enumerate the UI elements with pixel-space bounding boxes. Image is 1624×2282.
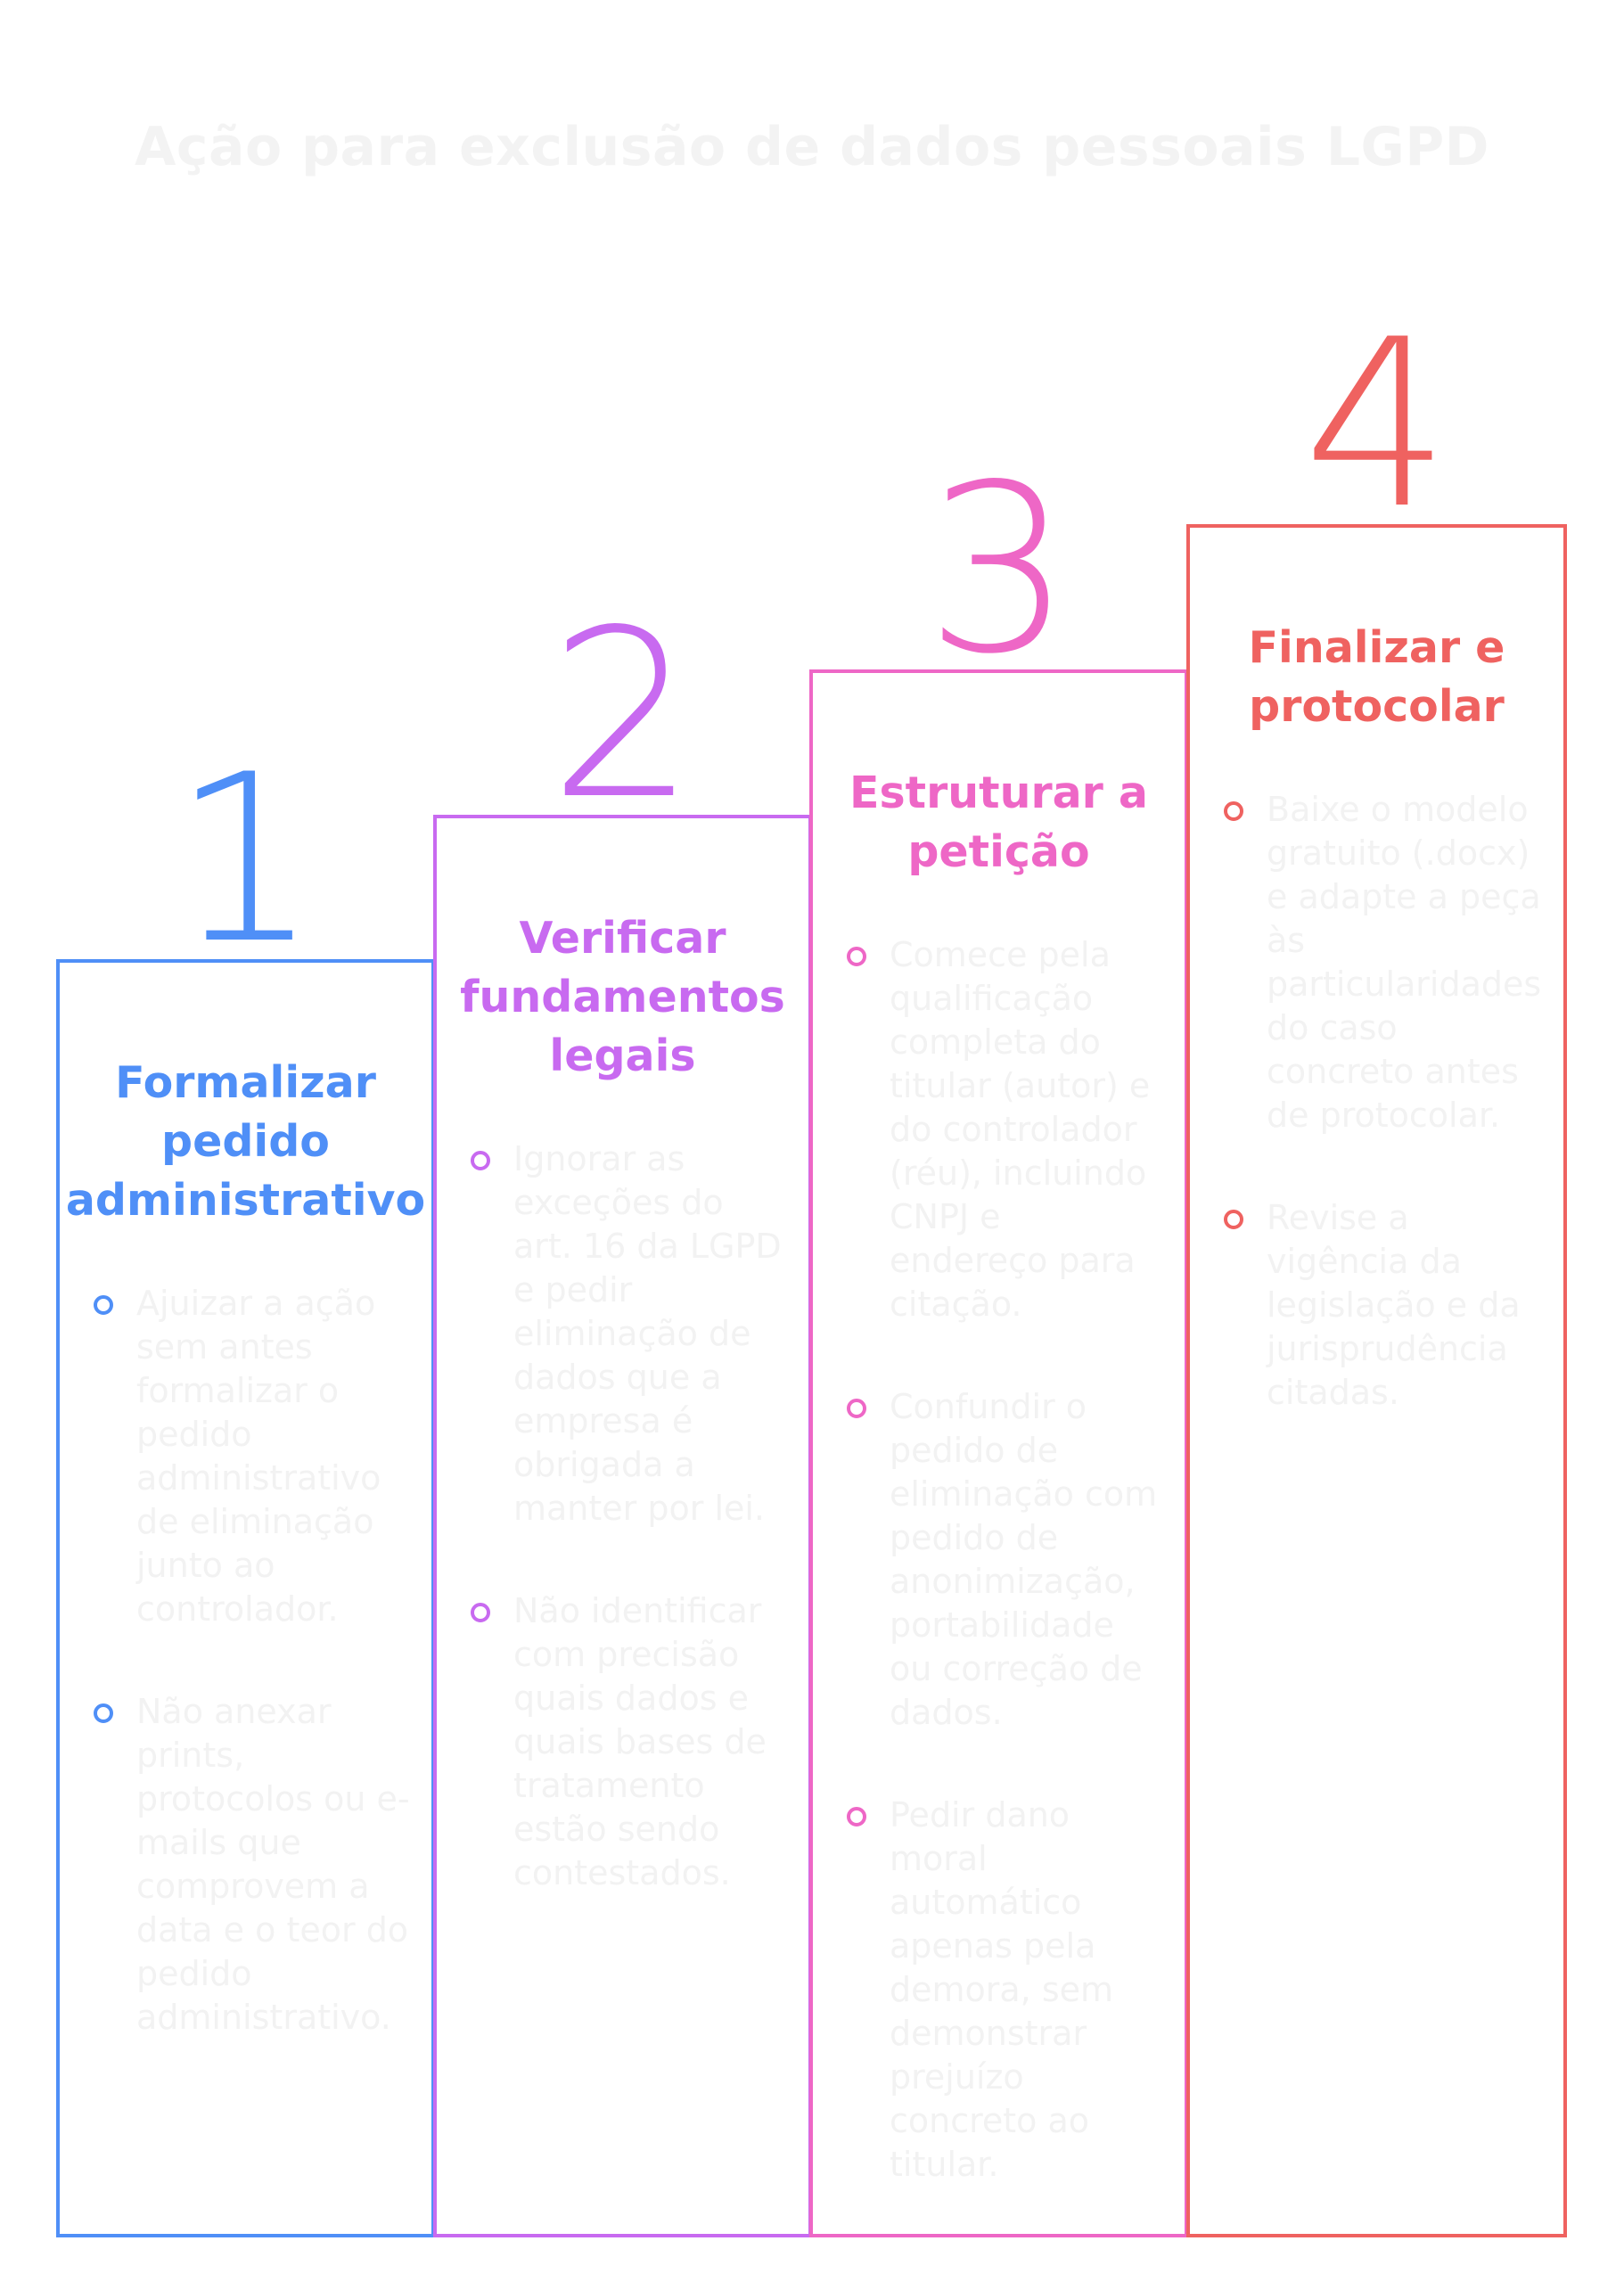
circle-bullet-icon: [94, 1703, 113, 1723]
item-text: Comece pela qualificação completa do tit…: [890, 935, 1151, 1324]
item-text: Não identificar com precisão quais dados…: [513, 1591, 767, 1892]
item-text: Não anexar prints, protocolos ou e-mails…: [136, 1692, 410, 2037]
list-item: Ignorar as exceções do art. 16 da LGPD e…: [437, 1137, 808, 1531]
step-heading-1: Formalizar pedido administrativo: [65, 1057, 426, 1226]
step-column-4: Finalizar e protocolar Baixe o modelo gr…: [1186, 524, 1567, 2237]
list-item: Pedir dano moral automático apenas pela …: [813, 1794, 1185, 2187]
list-item: Confundir o pedido de eliminação com ped…: [813, 1385, 1185, 1735]
list-item: Baixe o modelo gratuito (.docx) e adapte…: [1190, 788, 1563, 1137]
item-text: Revise a vigência da legislação e da jur…: [1267, 1198, 1521, 1412]
circle-bullet-icon: [471, 1603, 490, 1622]
circle-bullet-icon: [847, 1807, 866, 1826]
step-heading-4: Finalizar e protocolar: [1248, 622, 1505, 732]
step-items-4: Baixe o modelo gratuito (.docx) e adapte…: [1190, 788, 1563, 1473]
circle-bullet-icon: [94, 1295, 113, 1315]
step-items-3: Comece pela qualificação completa do tit…: [813, 933, 1185, 2245]
page-title: Ação para exclusão de dados pessoais LGP…: [134, 116, 1489, 178]
step-number-3: 3: [924, 436, 1073, 705]
step-number-4: 4: [1302, 291, 1451, 560]
item-text: Confundir o pedido de eliminação com ped…: [890, 1387, 1158, 1732]
circle-bullet-icon: [847, 947, 866, 966]
item-text: Pedir dano moral automático apenas pela …: [890, 1795, 1114, 2184]
list-item: Não anexar prints, protocolos ou e-mails…: [60, 1690, 431, 2040]
step-heading-2: Verificar fundamentos legais: [460, 913, 785, 1081]
list-item: Ajuizar a ação sem antes formalizar o pe…: [60, 1282, 431, 1631]
list-item: Comece pela qualificação completa do tit…: [813, 933, 1185, 1326]
step-items-1: Ajuizar a ação sem antes formalizar o pe…: [60, 1282, 431, 2098]
list-item: Não identificar com precisão quais dados…: [437, 1589, 808, 1895]
list-item: Revise a vigência da legislação e da jur…: [1190, 1196, 1563, 1415]
step-number-1: 1: [171, 726, 320, 995]
item-text: Baixe o modelo gratuito (.docx) e adapte…: [1267, 790, 1542, 1135]
item-text: Ajuizar a ação sem antes formalizar o pe…: [136, 1284, 381, 1629]
circle-bullet-icon: [847, 1399, 866, 1418]
step-items-2: Ignorar as exceções do art. 16 da LGPD e…: [437, 1137, 808, 1954]
step-number-2: 2: [548, 581, 697, 850]
step-column-1: Formalizar pedido administrativo Ajuizar…: [56, 959, 435, 2237]
circle-bullet-icon: [1224, 801, 1243, 821]
circle-bullet-icon: [1224, 1210, 1243, 1229]
circle-bullet-icon: [471, 1151, 490, 1170]
step-heading-3: Estruturar a petição: [849, 768, 1148, 877]
step-column-3: Estruturar a petição Comece pela qualifi…: [809, 669, 1188, 2237]
item-text: Ignorar as exceções do art. 16 da LGPD e…: [513, 1139, 782, 1528]
step-column-2: Verificar fundamentos legais Ignorar as …: [433, 815, 812, 2237]
